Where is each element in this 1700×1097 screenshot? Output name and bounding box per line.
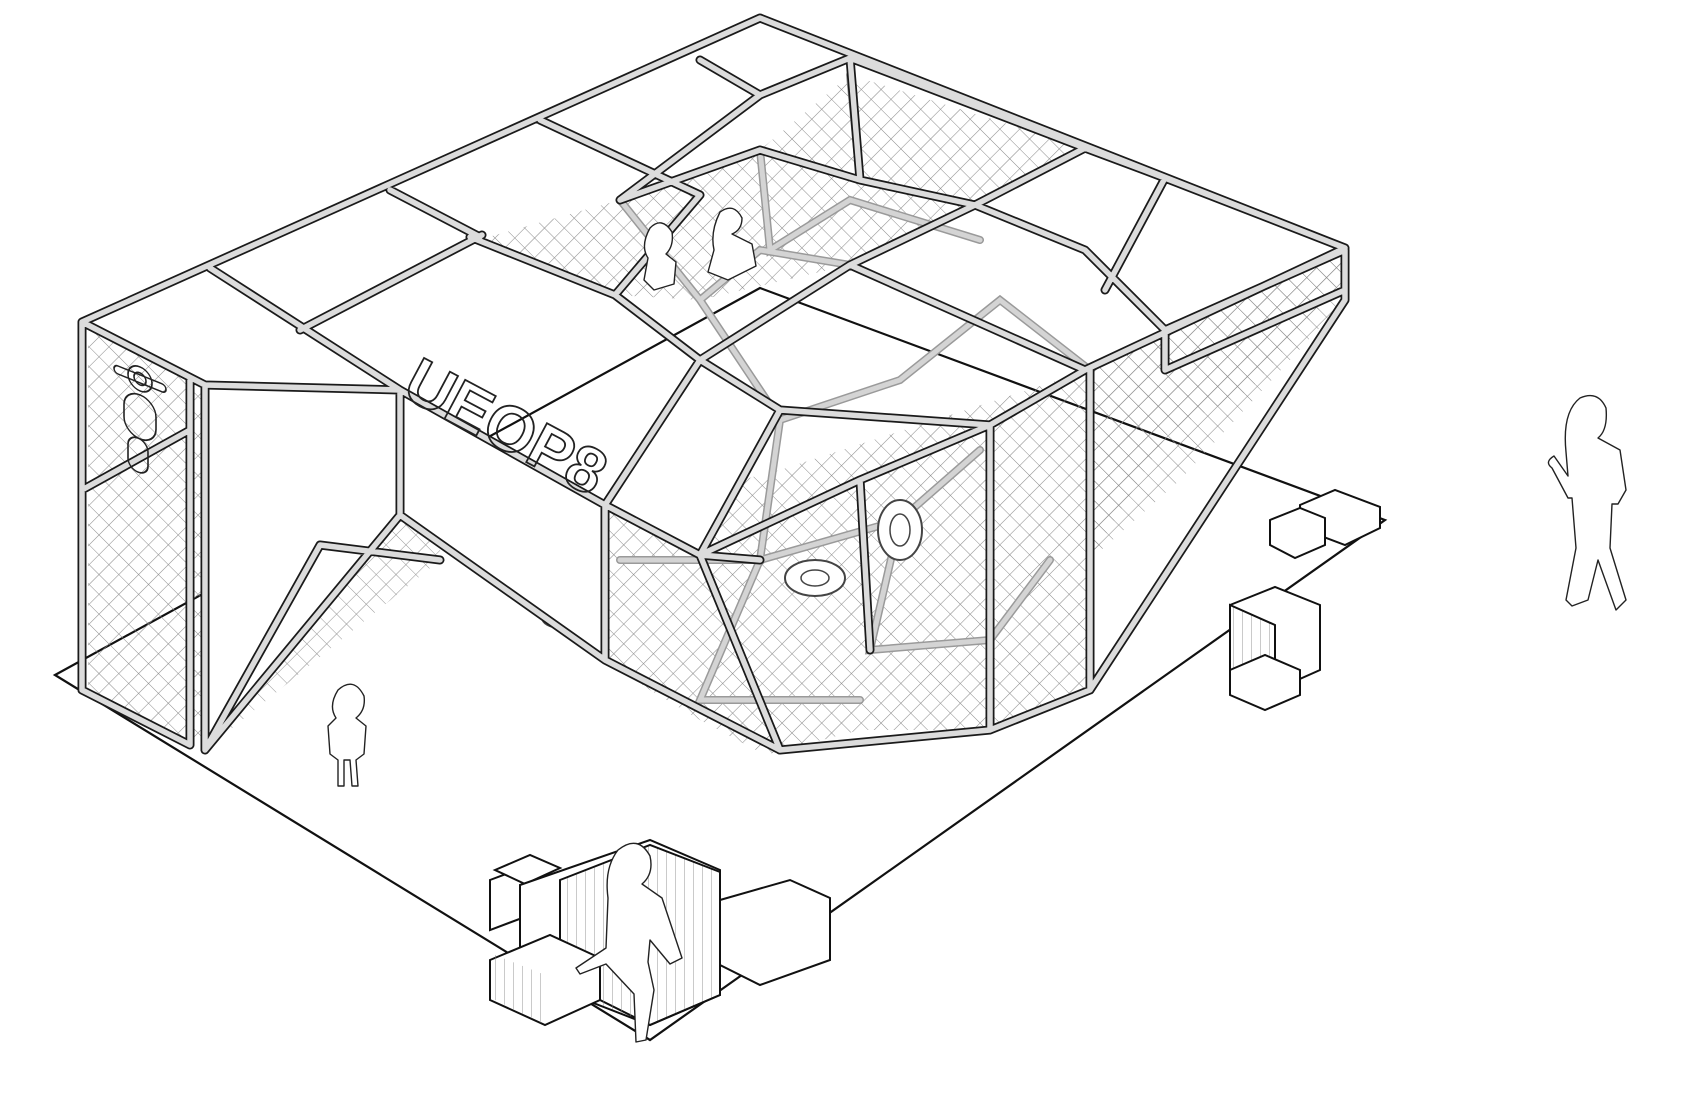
mascot-icon: [113, 364, 167, 474]
adult-seated-figure: [575, 842, 683, 1043]
adult-walking-figure: [1547, 394, 1627, 611]
child-standing-figure: [327, 683, 367, 787]
steel-frame: [77, 13, 1350, 755]
crates-back: [1269, 488, 1381, 560]
crate-stack-right: [1229, 585, 1321, 712]
mesh-enclosure: [88, 75, 1345, 755]
children-roof: [643, 207, 757, 291]
